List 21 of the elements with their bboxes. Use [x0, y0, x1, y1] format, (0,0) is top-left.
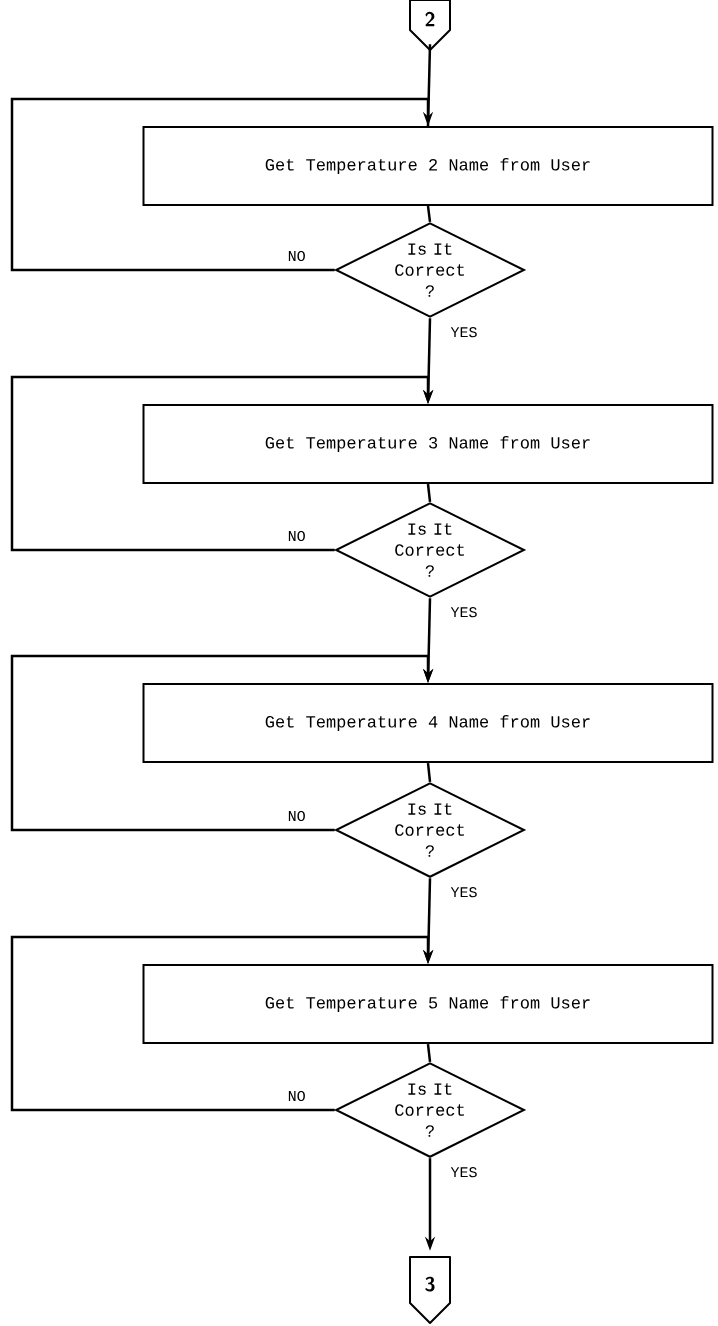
process-box: Get Temperature 5 Name from User: [142, 964, 714, 1044]
connector-line: [426, 1043, 432, 1062]
arrow: [10, 935, 434, 1112]
edge-label: NO: [286, 1089, 307, 1103]
connector-line: [426, 762, 432, 782]
arrow: [10, 375, 434, 552]
edge-label: NO: [286, 809, 307, 823]
connector-line: [426, 205, 432, 222]
connector-line: [426, 44, 432, 127]
edge-label: YES: [449, 886, 479, 899]
connector-line: [426, 483, 432, 502]
process-box: Get Temperature 3 Name from User: [142, 404, 714, 484]
arrow: [10, 654, 434, 832]
edge-label: NO: [286, 249, 307, 263]
edge-label: NO: [286, 529, 307, 543]
edge-label: YES: [449, 1166, 479, 1179]
process-box: Get Temperature 4 Name from User: [142, 683, 714, 763]
process-box: Get Temperature 2 Name from User: [142, 126, 714, 206]
edge-label: YES: [449, 326, 479, 339]
arrow: [10, 97, 434, 272]
edge-label: YES: [449, 606, 479, 619]
